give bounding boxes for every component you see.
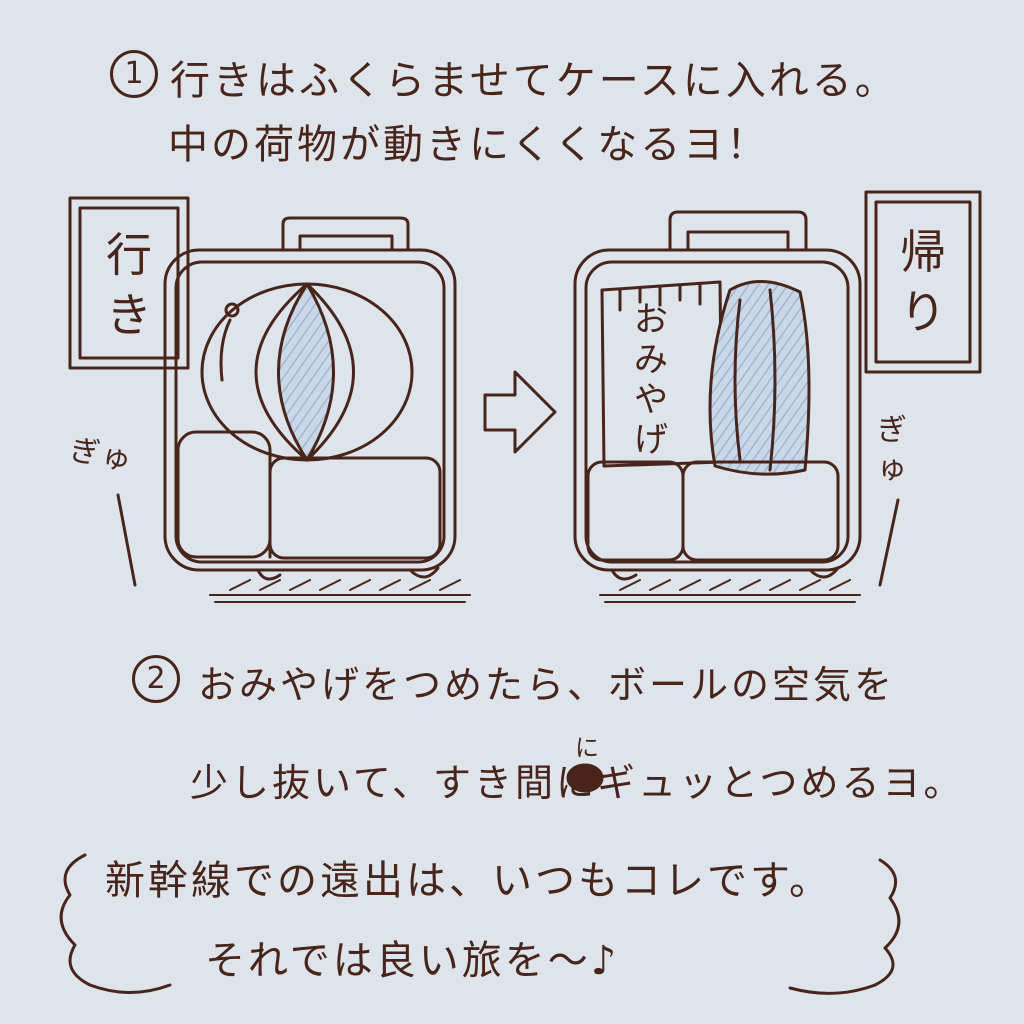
- squeeze-line-right: [878, 498, 900, 587]
- deflated-ball: [708, 280, 811, 476]
- going-label-box: [68, 196, 190, 370]
- closing-bubble: [59, 853, 901, 995]
- step-1-line-1: 行きはふくらませてケースに入れる。: [170, 58, 898, 104]
- going-label: 行き: [106, 228, 152, 342]
- return-label-box: [864, 190, 982, 374]
- step-1-badge: 1: [110, 50, 158, 98]
- going-suitcase: [163, 216, 471, 603]
- arrow-right-icon: [483, 370, 557, 454]
- step-2-badge: 2: [132, 655, 180, 703]
- step-1-line-2: 中の荷物が動きにくくなるヨ！: [168, 122, 770, 168]
- souvenir-label: おみやげ: [634, 300, 668, 460]
- squeeze-line-left: [116, 493, 137, 587]
- closing-line-2: それでは良い旅を～♪: [205, 938, 620, 984]
- closing-line-1: 新幹線での遠出は、いつもコレです。: [105, 858, 832, 904]
- step-2-insert: に: [575, 734, 599, 762]
- beach-ball: [200, 282, 414, 462]
- ink-blot: [566, 763, 604, 793]
- squeeze-right: ぎゅ: [877, 413, 907, 486]
- return-suitcase: [573, 210, 862, 603]
- step-2-line-2: 少し抜いて、すき間にギュッとつめるヨ。: [190, 761, 965, 805]
- step-2-line-1: おみやげをつめたら、ボールの空気を: [198, 663, 896, 707]
- return-label: 帰り: [900, 225, 946, 339]
- packing-cubes: [176, 430, 442, 560]
- packing-cubes-return: [586, 460, 840, 562]
